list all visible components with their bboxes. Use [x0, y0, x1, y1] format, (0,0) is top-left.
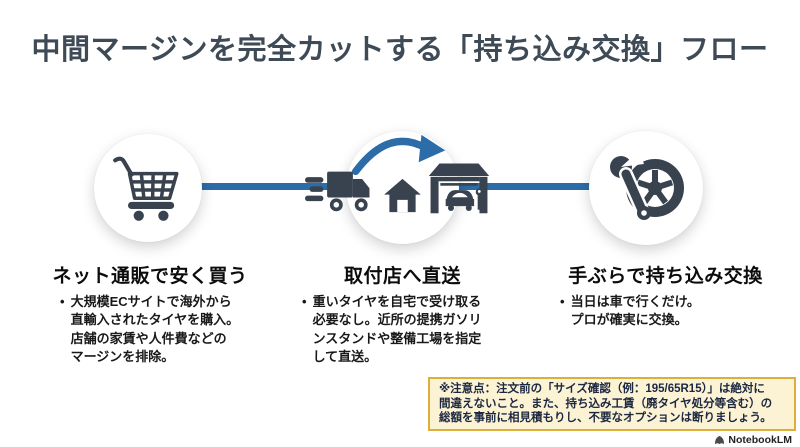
- step3-circle: [589, 131, 703, 245]
- curved-arrow-icon: [352, 134, 446, 176]
- page-title: 中間マージンを完全カットする「持ち込み交換」フロー: [31, 34, 769, 66]
- step1-heading: ネット通販で安く買う: [52, 266, 248, 287]
- shopping-cart-icon: [113, 156, 179, 221]
- bullet-marker: •: [60, 294, 65, 309]
- caution-note: ※注意点：注文前の「サイズ確認（例：195/65R15）」は絶対に 間違えないこ…: [428, 377, 796, 432]
- step2-heading: 取付店へ直送: [343, 266, 461, 287]
- watermark: NotebookLM: [714, 434, 792, 446]
- step3-bullet: • 当日は車で行くだけ。 プロが確実に交換。: [560, 293, 788, 330]
- garage-icon: [428, 163, 490, 214]
- step3-bullet-text: 当日は車で行くだけ。 プロが確実に交換。: [570, 294, 700, 328]
- step1-bullet-text: 大規模ECサイトで海外から 直輸入されたタイヤを購入。 店舗の家賃や人件費などの…: [70, 294, 240, 365]
- bullet-marker: •: [560, 294, 565, 309]
- step1-bullet: • 大規模ECサイトで海外から 直輸入されたタイヤを購入。 店舗の家賃や人件費な…: [60, 293, 268, 367]
- step2-bullet-text: 重いタイヤを自宅で受け取る 必要なし。近所の提携ガソリ ンスタンドや整備工場を指…: [312, 294, 482, 365]
- house-icon: [384, 178, 421, 213]
- watermark-label: NotebookLM: [728, 434, 792, 446]
- delivery-truck-icon: [305, 171, 370, 212]
- notebooklm-logo-icon: [715, 435, 725, 444]
- wrench-and-tire-icon: [610, 151, 684, 220]
- step2-bullet: • 重いタイヤを自宅で受け取る 必要なし。近所の提携ガソリ ンスタンドや整備工場…: [302, 293, 524, 367]
- bullet-marker: •: [302, 294, 307, 309]
- step1-circle: [94, 134, 202, 242]
- step3-heading: 手ぶらで持ち込み交換: [568, 266, 763, 287]
